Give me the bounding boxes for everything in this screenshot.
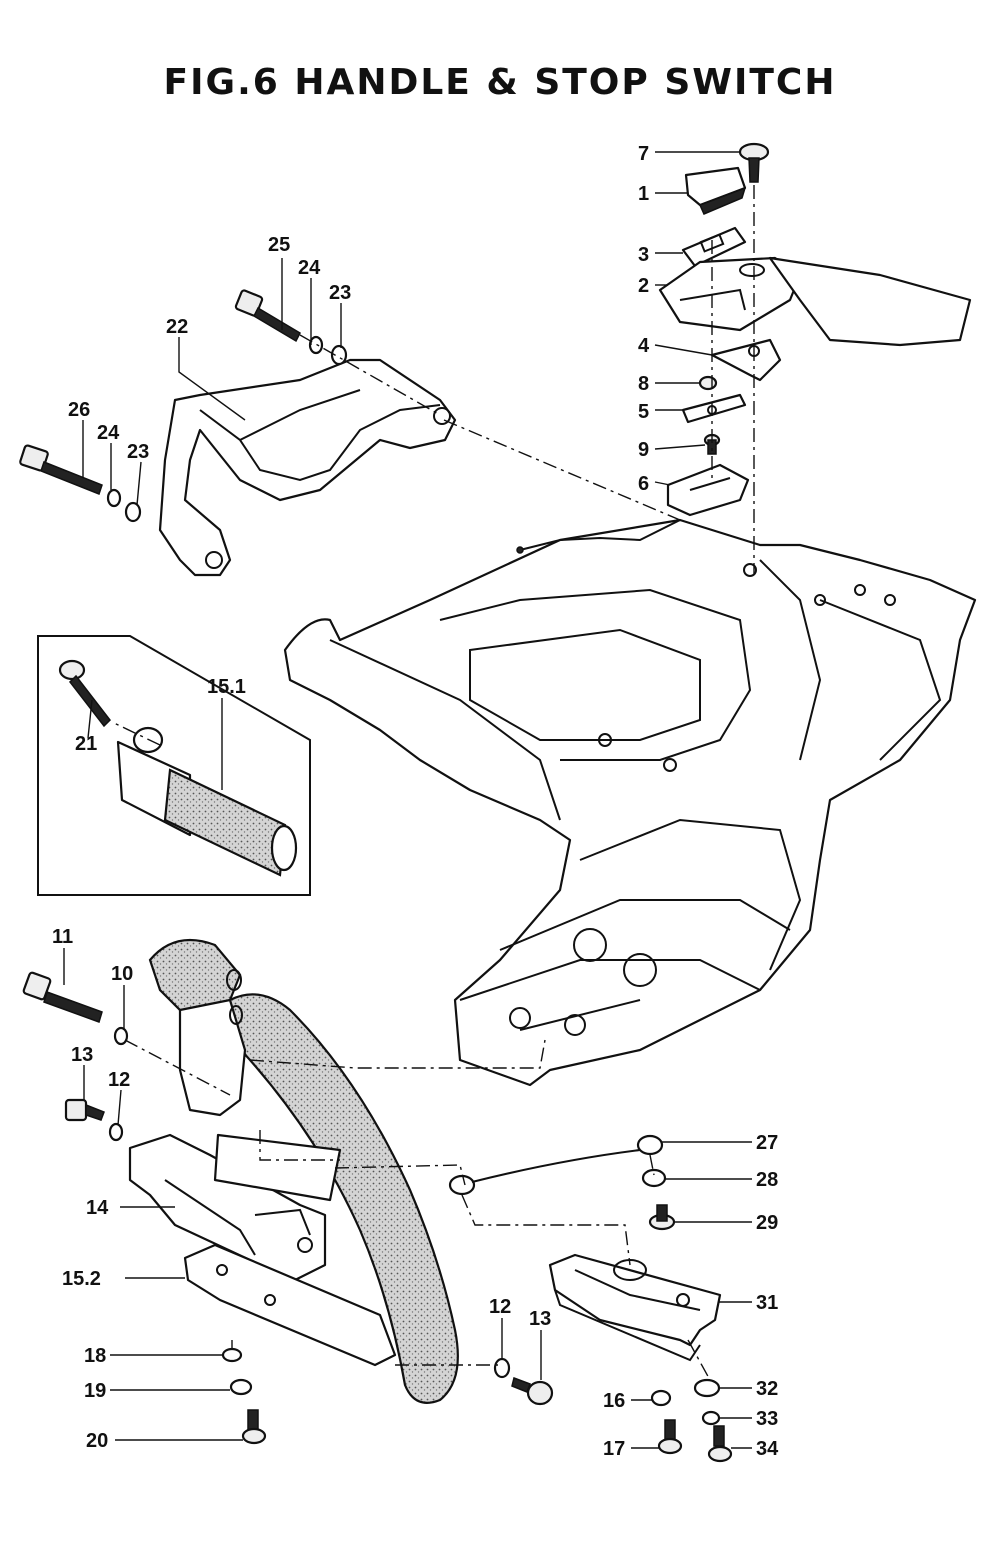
callout-15-2: 15.2 [62, 1268, 101, 1290]
callout-14: 14 [86, 1197, 109, 1219]
callout-31: 31 [756, 1292, 778, 1314]
callout-labels: 7 1 3 2 4 8 5 9 6 25 24 23 22 26 24 23 2… [52, 143, 779, 1460]
handle-plate-15-2 [183, 1243, 397, 1367]
screw-21 [58, 659, 111, 728]
switch-base-6 [666, 463, 750, 517]
callout-19: 19 [84, 1380, 106, 1402]
callout-8: 8 [638, 373, 649, 395]
washer-18 [221, 1347, 243, 1363]
bolt-25 [234, 289, 301, 343]
callout-18: 18 [84, 1345, 106, 1367]
callout-5: 5 [638, 401, 649, 423]
callout-15-1: 15.1 [207, 676, 246, 698]
bracket-4 [710, 338, 782, 382]
callout-20: 20 [86, 1430, 108, 1452]
washer-24-lower [106, 488, 122, 508]
callout-13-right: 13 [529, 1308, 551, 1330]
callout-29: 29 [756, 1212, 778, 1234]
front-handle-loop [148, 938, 459, 1404]
callout-16: 16 [603, 1390, 625, 1412]
callout-1: 1 [638, 183, 649, 205]
callout-28: 28 [756, 1169, 778, 1191]
callout-6: 6 [638, 473, 649, 495]
washer-10 [113, 1026, 129, 1046]
washer-16 [650, 1389, 672, 1407]
bolt-11 [22, 971, 103, 1023]
callout-10: 10 [111, 963, 133, 985]
leader-lines [63, 151, 752, 1449]
bolt-26 [19, 444, 103, 495]
callout-27: 27 [756, 1132, 778, 1154]
callout-25: 25 [268, 234, 290, 256]
washer-23-upper [330, 344, 348, 366]
callout-9: 9 [638, 439, 649, 461]
bolt-13-right [511, 1377, 554, 1406]
callout-4: 4 [638, 335, 650, 357]
stop-switch-wire [516, 519, 681, 554]
screw-20 [241, 1409, 267, 1445]
nut-8 [698, 375, 718, 391]
callout-11: 11 [52, 926, 73, 948]
callout-24-upper: 24 [298, 257, 321, 279]
switch-bracket-31 [548, 1253, 722, 1362]
washer-32 [693, 1378, 721, 1398]
callout-13-left: 13 [71, 1044, 93, 1066]
callout-33: 33 [756, 1408, 778, 1430]
ground-wire-27 [448, 1134, 664, 1196]
washer-23-lower [124, 501, 142, 523]
mounting-bracket [213, 1133, 342, 1202]
callout-2: 2 [638, 275, 649, 297]
callout-17: 17 [603, 1438, 625, 1460]
washer-24-upper [308, 335, 324, 355]
washer-33 [701, 1410, 721, 1426]
handle-bar-15-1 [116, 726, 298, 877]
main-frame [283, 518, 977, 1087]
callout-26: 26 [68, 399, 90, 421]
throttle-housing-14 [128, 1133, 327, 1282]
washer-28 [641, 1168, 667, 1188]
callout-7: 7 [638, 143, 649, 165]
callout-22: 22 [166, 316, 188, 338]
rear-handle-part-22 [158, 358, 457, 577]
washer-12-left [108, 1122, 124, 1142]
assembly-lines [111, 185, 755, 1381]
screw-29 [648, 1204, 676, 1231]
inset-detail-box [37, 635, 311, 896]
callout-23-lower: 23 [127, 441, 149, 463]
callout-23-upper: 23 [329, 282, 351, 304]
callout-24-lower: 24 [97, 422, 120, 444]
figure-title: FIG.6 HANDLE & STOP SWITCH [163, 62, 837, 103]
callout-3: 3 [638, 244, 649, 266]
callout-12-right: 12 [489, 1296, 511, 1318]
screw-7 [738, 142, 770, 183]
screw-34 [707, 1425, 733, 1463]
callout-32: 32 [756, 1378, 778, 1400]
switch-plate-3 [681, 226, 747, 268]
callout-12-left: 12 [108, 1069, 130, 1091]
washer-19 [229, 1378, 253, 1396]
callout-34: 34 [756, 1438, 779, 1460]
callout-21: 21 [75, 733, 97, 755]
switch-housing-2 [658, 256, 972, 347]
screw-17 [657, 1419, 683, 1455]
switch-knob-1 [684, 166, 747, 215]
contact-plate-5 [681, 393, 747, 424]
bolt-13-left [64, 1098, 105, 1122]
washer-12-right [493, 1357, 511, 1379]
